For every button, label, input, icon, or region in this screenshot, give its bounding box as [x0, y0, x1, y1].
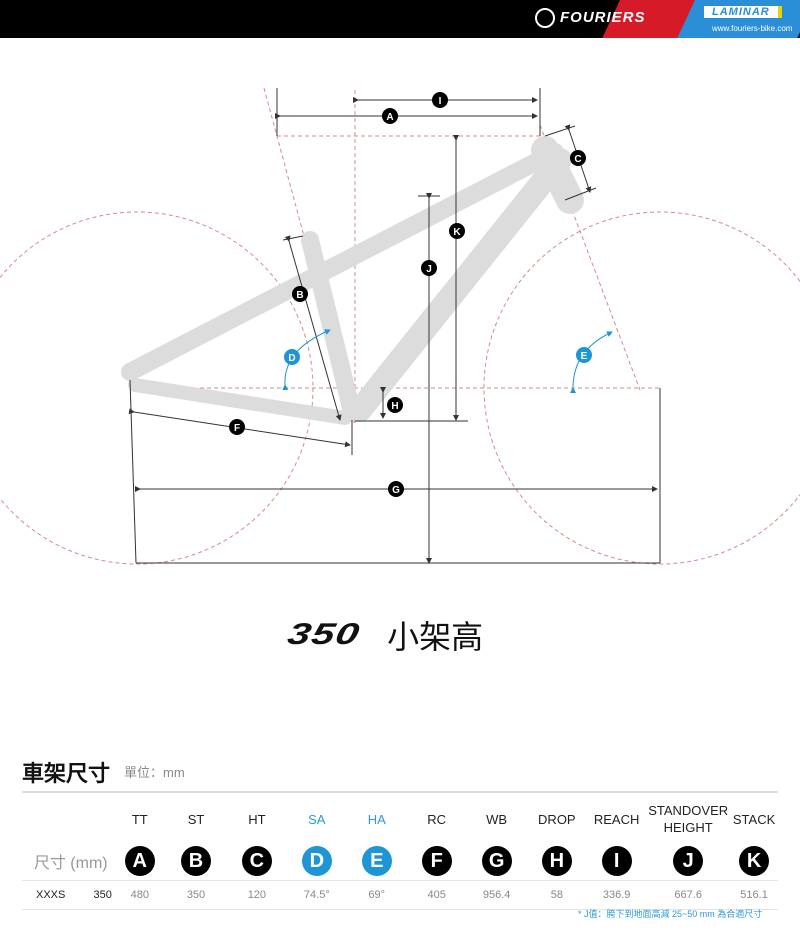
col-stack: STACK — [732, 811, 776, 827]
model-title: 350 小架高 — [285, 612, 484, 658]
brand-banner: FOURIERS LAMINAR www.fouriers-bike.com — [0, 0, 800, 38]
value-stack: 516.1 — [730, 880, 778, 910]
value-reach: 336.9 — [587, 880, 647, 910]
svg-text:G: G — [392, 485, 400, 496]
badge-e: E — [361, 846, 392, 876]
col-wb: WB — [486, 811, 508, 827]
col-tt: TT — [131, 811, 148, 827]
svg-text:B: B — [296, 290, 303, 301]
col-st: ST — [187, 811, 205, 827]
svg-text:H: H — [391, 401, 398, 412]
badge-k: K — [739, 846, 770, 876]
bike-geometry-diagram: A I C K J B D E H F G — [0, 87, 800, 565]
frame-size: 350 — [93, 889, 112, 901]
marker-E: E — [576, 347, 592, 363]
badge-i: I — [601, 846, 632, 876]
marker-H: H — [387, 397, 403, 413]
value-drop: 58 — [526, 880, 588, 910]
badge-a: A — [124, 846, 155, 876]
badge-c: C — [241, 846, 272, 876]
badge-d: D — [301, 846, 332, 876]
col-standover: STANDOVER HEIGHT — [648, 803, 729, 835]
svg-text:K: K — [453, 227, 461, 238]
badge-f: F — [421, 846, 452, 876]
badge-b: B — [181, 846, 211, 876]
value-standover: 667.6 — [646, 880, 731, 910]
marker-F: F — [229, 419, 245, 435]
value-ht: 120 — [226, 880, 287, 910]
badge-row: 尺寸 (mm) A B C D E F G H I J K — [22, 842, 778, 881]
svg-text:I: I — [439, 96, 442, 107]
badge-h: H — [541, 846, 572, 876]
geometry-table: TT ST HT SA HA RC WB DROP REACH STANDOVE… — [22, 796, 778, 910]
col-drop: DROP — [538, 811, 576, 827]
size-label: 尺寸 (mm) — [22, 842, 115, 881]
col-rc: RC — [427, 811, 447, 827]
value-rc: 405 — [406, 880, 467, 910]
letter-markers: A I C K J B D E H F G — [229, 92, 592, 497]
frame-silhouette — [121, 136, 584, 425]
marker-K: K — [449, 223, 465, 239]
spec-section-title: 車架尺寸 — [22, 761, 111, 786]
marker-J: J — [421, 260, 437, 276]
col-reach: REACH — [593, 811, 640, 827]
website-url: www.fouriers-bike.com — [712, 24, 793, 33]
svg-text:C: C — [574, 154, 581, 165]
header-row: TT ST HT SA HA RC WB DROP REACH STANDOVE… — [22, 796, 778, 842]
badge-g: G — [481, 846, 512, 876]
marker-D: D — [284, 349, 300, 365]
value-tt: 480 — [114, 880, 166, 910]
model-name: 小架高 — [387, 619, 484, 655]
model-number: 350 — [284, 618, 364, 651]
unit-label: 單位：mm — [124, 765, 185, 780]
size-name: XXXS — [36, 889, 66, 901]
col-ha: HA — [367, 811, 386, 827]
svg-text:D: D — [288, 353, 295, 364]
size-cell: XXXS 350 — [22, 880, 115, 910]
brand-name: FOURIERS — [560, 9, 646, 26]
marker-I: I — [432, 92, 448, 108]
marker-C: C — [570, 150, 586, 166]
fouriers-logo-icon — [535, 8, 555, 28]
value-sa: 74.5° — [286, 880, 347, 910]
divider — [22, 791, 778, 793]
footnote: * J值：胯下到地面高減 25~50 mm 為合適尺寸 — [578, 909, 763, 919]
badge-j: J — [673, 846, 704, 876]
value-st: 350 — [165, 880, 227, 910]
svg-text:A: A — [386, 112, 393, 123]
value-wb: 956.4 — [466, 880, 527, 910]
col-sa: SA — [308, 811, 326, 827]
svg-text:F: F — [234, 423, 240, 434]
table-row: XXXS 350 480 350 120 74.5° 69° 405 956.4… — [22, 880, 778, 910]
marker-A: A — [382, 108, 398, 124]
marker-G: G — [388, 481, 404, 497]
marker-B: B — [292, 286, 308, 302]
value-ha: 69° — [346, 880, 407, 910]
col-ht: HT — [248, 811, 266, 827]
partner-logo: LAMINAR — [704, 6, 782, 18]
svg-text:E: E — [581, 351, 588, 362]
svg-text:J: J — [426, 264, 432, 275]
